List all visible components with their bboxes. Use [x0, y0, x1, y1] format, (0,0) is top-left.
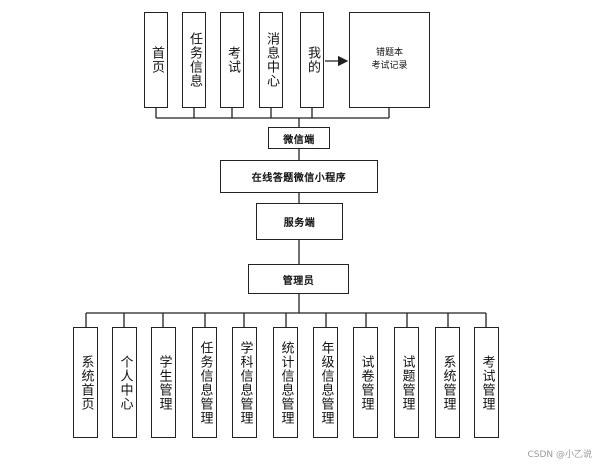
admin-module-system-management: 系统管理	[435, 327, 460, 438]
module-label: 考试	[225, 46, 240, 74]
module-label: 考试管理	[479, 354, 495, 411]
admin-module-personal-center: 个人中心	[112, 327, 137, 438]
module-task-info: 任务信息	[182, 12, 206, 108]
admin-box: 管理员	[248, 264, 349, 294]
admin-module-exam-management: 考试管理	[474, 327, 499, 438]
module-label: 学生管理	[156, 354, 172, 411]
module-label: 年级信息管理	[318, 340, 334, 425]
admin-label: 管理员	[282, 275, 315, 287]
watermark: CSDN @小乙说	[527, 450, 592, 460]
module-label: 任务信息管理	[197, 340, 213, 425]
mine-submodules-box: 错题本 考试记录	[349, 12, 430, 108]
module-label: 学科信息管理	[237, 340, 253, 425]
module-label: 任务信息	[187, 32, 202, 88]
module-label: 首页	[149, 46, 164, 74]
module-exam: 考试	[220, 12, 244, 108]
module-label: 消息中心	[264, 32, 279, 88]
mini-program-label: 在线答题微信小程序	[251, 173, 347, 184]
module-label: 我的	[305, 46, 320, 74]
admin-module-statistics-management: 统计信息管理	[273, 327, 298, 438]
admin-module-student-management: 学生管理	[151, 327, 176, 438]
module-mine: 我的	[300, 12, 324, 108]
admin-module-subject-info-management: 学科信息管理	[232, 327, 257, 438]
admin-module-task-info-management: 任务信息管理	[192, 327, 217, 438]
wechat-client-label: 微信端	[283, 134, 315, 146]
module-label: 试卷管理	[358, 354, 374, 411]
submodule-wrong-questions: 错题本	[375, 48, 403, 58]
admin-module-grade-info-management: 年级信息管理	[313, 327, 338, 438]
admin-module-question-management: 试题管理	[394, 327, 419, 438]
admin-module-paper-management: 试卷管理	[353, 327, 378, 438]
module-label: 系统管理	[440, 354, 456, 411]
module-home: 首页	[144, 12, 168, 108]
module-label: 试题管理	[399, 354, 415, 411]
server-box: 服务端	[256, 203, 343, 240]
server-label: 服务端	[283, 218, 316, 229]
module-label: 系统首页	[78, 354, 94, 411]
mini-program-box: 在线答题微信小程序	[220, 160, 378, 193]
admin-module-system-home: 系统首页	[73, 327, 98, 438]
module-label: 个人中心	[117, 354, 133, 411]
wechat-client-box: 微信端	[268, 127, 330, 149]
module-label: 统计信息管理	[278, 340, 294, 425]
submodule-exam-records: 考试记录	[371, 61, 408, 71]
module-message-center: 消息中心	[259, 12, 283, 108]
